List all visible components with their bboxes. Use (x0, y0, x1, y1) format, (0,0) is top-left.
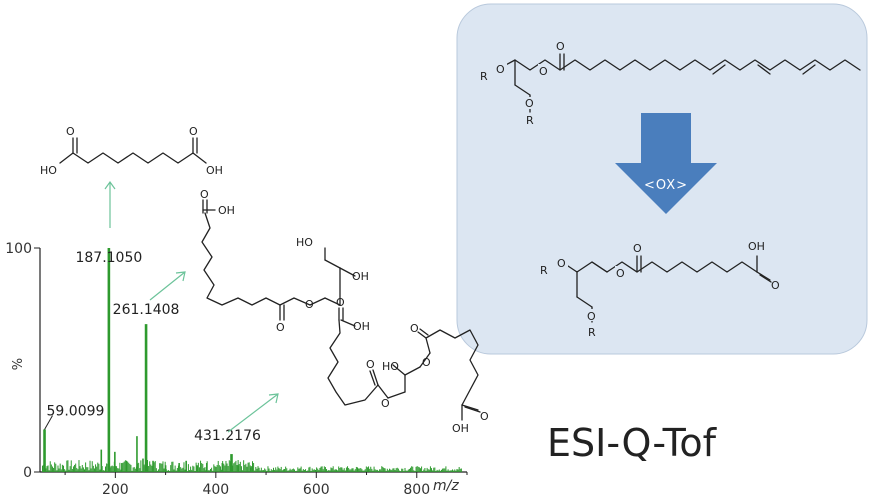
svg-text:HO: HO (296, 236, 313, 249)
svg-text:OH: OH (206, 164, 223, 177)
svg-text:O: O (557, 257, 566, 270)
y-tick-label-0: 0 (23, 465, 32, 481)
mass-spectrum: 0 100 200 400 600 800 59.0099 187.1050 261.140… (5, 241, 468, 498)
peak-label-261.1408: 261.1408 (113, 302, 180, 318)
arrow-to-monoazelaoyl-glycerol (149, 271, 186, 301)
x-tick-label-200: 200 (102, 482, 129, 498)
x-ticks: 200 400 600 800 (64, 472, 468, 498)
peak-label-431.2176: 431.2176 (194, 428, 261, 444)
svg-text:O: O (366, 358, 375, 371)
svg-text:O: O (496, 63, 505, 76)
peak-label-59.0099: 59.0099 (47, 403, 105, 419)
svg-text:O: O (276, 321, 285, 334)
y-ticks: 0 100 (5, 241, 40, 481)
fragment-arrows (104, 180, 279, 433)
peak-labels: 59.0099 187.1050 261.1408 431.2176 (44, 250, 261, 444)
svg-text:O: O (587, 310, 596, 323)
oxidation-label: <OX> (644, 178, 688, 193)
monoazelaoyl-glycerol-structure: O OH O O HO OH (200, 188, 369, 334)
oxidation-arrow: <OX> (615, 113, 717, 214)
svg-text:O: O (616, 267, 625, 280)
arrow-to-diazelaoyl-glycerol (227, 393, 279, 433)
diazelaoyl-glycerol-structure: O OH O O HO O O OH O (327, 296, 489, 435)
svg-text:R: R (540, 264, 548, 277)
svg-text:O: O (336, 296, 345, 309)
svg-text:R: R (588, 326, 596, 339)
baseline-noise (42, 460, 462, 472)
peak-label-187.1050: 187.1050 (75, 250, 142, 266)
svg-text:O: O (381, 397, 390, 410)
x-axis-label: m/z (433, 478, 459, 494)
oxidation-scheme-panel: O O O R O R <OX> (456, 3, 868, 355)
x-tick-label-600: 600 (303, 482, 330, 498)
svg-text:O: O (422, 356, 431, 369)
svg-text:O: O (525, 97, 534, 110)
svg-text:HO: HO (382, 360, 399, 373)
oxidized-lipid-structure: O R O O OH O O R (540, 240, 780, 339)
svg-text:O: O (66, 125, 75, 138)
svg-text:R: R (526, 114, 534, 127)
azelaic-acid-structure: O O HO OH (40, 125, 223, 177)
svg-text:O: O (771, 279, 780, 292)
minor-peaks (100, 436, 252, 472)
svg-text:O: O (200, 188, 209, 201)
x-tick-label-400: 400 (202, 482, 229, 498)
svg-text:O: O (305, 298, 314, 311)
svg-text:O: O (189, 125, 198, 138)
arrow-to-azelaic-acid (104, 180, 116, 228)
x-tick-label-800: 800 (403, 482, 430, 498)
y-axis-label: % (11, 358, 26, 370)
svg-text:OH: OH (748, 240, 765, 253)
major-peaks (43, 248, 233, 472)
svg-text:OH: OH (218, 204, 235, 217)
svg-text:OH: OH (452, 422, 469, 435)
svg-text:O: O (410, 322, 419, 335)
svg-text:OH: OH (352, 270, 369, 283)
svg-text:O: O (633, 242, 642, 255)
svg-text:OH: OH (353, 320, 370, 333)
svg-text:O: O (556, 40, 565, 53)
unsaturated-lipid-structure: O O O R O R (480, 40, 861, 127)
svg-text:O: O (480, 410, 489, 423)
svg-text:R: R (480, 70, 488, 83)
y-tick-label-100: 100 (5, 241, 32, 257)
peak-leader (44, 415, 53, 430)
svg-text:O: O (539, 65, 548, 78)
svg-text:HO: HO (40, 164, 57, 177)
technique-label: ESI-Q-Tof (547, 421, 718, 465)
